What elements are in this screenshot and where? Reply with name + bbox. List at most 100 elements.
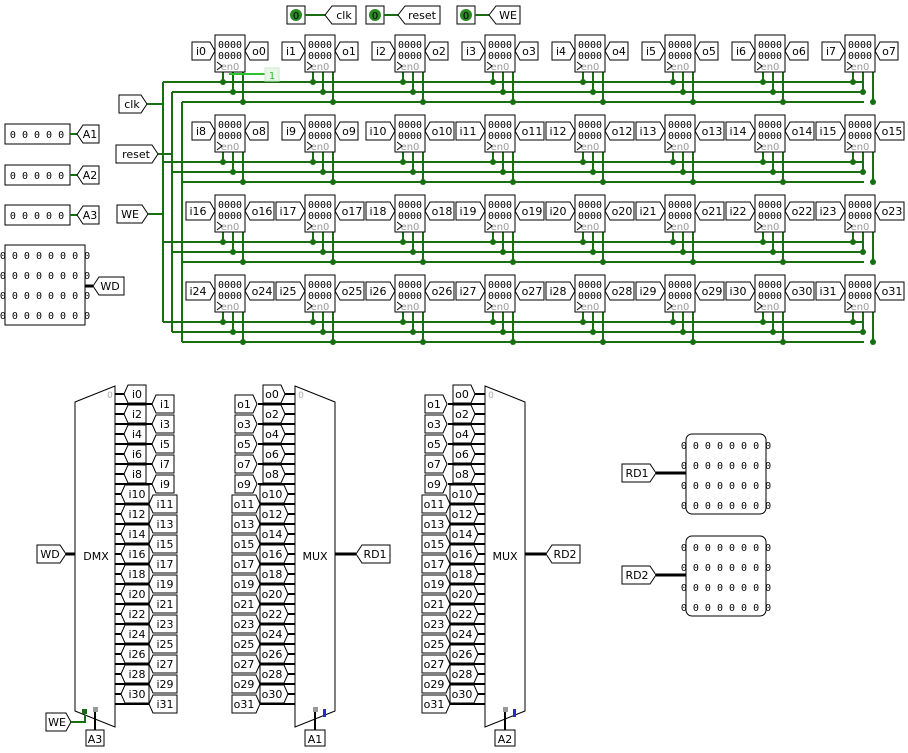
a1-address-value: 0 0 0 0 0 (10, 130, 64, 141)
register-enable: en0 (311, 142, 330, 153)
dmx-out-i11: i11 (115, 494, 178, 514)
register-in-label: i26 (369, 285, 386, 298)
register-value: 0000 (488, 120, 512, 131)
register-value: 0000 (758, 40, 782, 51)
mux1-pins-o24: o24 (259, 624, 295, 644)
mux1-pins-o5: o5 (234, 434, 295, 454)
mux2-select-label: A2 (498, 733, 513, 746)
mux2-pins-o31: o31 (421, 694, 485, 714)
dmx-out-i20: i20 (115, 584, 150, 604)
tunnel-label: o25 (234, 638, 255, 651)
reset-input-pin[interactable]: 0 reset (365, 5, 441, 25)
register-enable: en0 (581, 302, 600, 313)
clk-input-value: 0 (293, 11, 299, 22)
register-enable: en0 (491, 62, 510, 73)
tunnel-label: o29 (234, 678, 255, 691)
tunnel-label: i12 (128, 508, 145, 521)
tunnel-label: o15 (424, 538, 445, 551)
register-out-label: o3 (522, 45, 536, 58)
a2-address-input[interactable]: 0 0 0 0 0 A2 (4, 164, 100, 186)
register-value: 0000 (848, 120, 872, 131)
rd2-output-label: RD2 (625, 569, 648, 582)
tunnel-label: o28 (452, 668, 473, 681)
wd-data-input[interactable]: 0 0 0 0 0 0 0 0 0 0 0 0 0 0 0 0 0 0 0 0 … (0, 244, 125, 326)
register-enable: en0 (671, 302, 690, 313)
mux1-pins-o25: o25 (231, 634, 295, 654)
register-value: 0000 (398, 51, 422, 62)
register-value: 0000 (668, 51, 692, 62)
tunnel-label: o30 (262, 688, 283, 701)
dmx-we-tunnel (45, 712, 72, 732)
register-value: 0000 (848, 131, 872, 142)
mux2-input-tunnels: o0o1o2o3o4o5o6o7o8o9o10o11o12o13o14o15o1… (421, 384, 485, 714)
mux2-pins-o16: o16 (449, 544, 485, 564)
mux2-pins-o14: o14 (449, 524, 485, 544)
a1-address-input[interactable]: 0 0 0 0 0 A1 (4, 123, 100, 145)
tunnel-label: o11 (234, 498, 255, 511)
svg-text:WE: WE (121, 208, 139, 221)
dmx-out-i18: i18 (115, 564, 150, 584)
tunnel-label: o9 (237, 478, 251, 491)
register-out-label: o9 (342, 125, 356, 138)
tunnel-label: o25 (424, 638, 445, 651)
register-value: 0000 (218, 291, 242, 302)
mux2-pins-o1: o1 (424, 394, 485, 414)
tunnel-label: i10 (128, 488, 145, 501)
register-enable: en0 (671, 142, 690, 153)
dmx-out-i19: i19 (115, 574, 178, 594)
tunnel-label: o2 (265, 408, 279, 421)
register-enable: en0 (761, 222, 780, 233)
register-value: 0000 (578, 131, 602, 142)
tunnel-label: o30 (452, 688, 473, 701)
tunnel-label: i11 (156, 498, 173, 511)
register-in-label: i17 (279, 205, 296, 218)
dmx-out-i12: i12 (115, 504, 150, 524)
mux2-pins-o9: o9 (424, 474, 485, 494)
tunnel-label: i22 (128, 608, 145, 621)
register-value: 0000 (398, 211, 422, 222)
mux2-pins-o7: o7 (424, 454, 485, 474)
clk-tunnel-label: clk (336, 9, 352, 22)
register-in-label: i6 (736, 45, 746, 58)
we-input-pin[interactable]: 0 WE (456, 5, 521, 25)
register-value: 0000 (488, 280, 512, 291)
we-tunnel-label: WE (499, 9, 517, 22)
register-out-label: o24 (252, 285, 273, 298)
register-value: 0000 (848, 211, 872, 222)
mux1-pins-o0: o0 (262, 384, 295, 404)
register-out-label: o5 (702, 45, 716, 58)
dmx-out-i25: i25 (115, 634, 178, 654)
dmx-out-i5: i5 (115, 434, 175, 454)
register-value: 0000 (308, 200, 332, 211)
register-out-label: o25 (342, 285, 363, 298)
register-out-label: o7 (882, 45, 896, 58)
dmx-output-tunnels: i0i1i2i3i4i5i6i7i8i9i10i11i12i13i14i15i1… (115, 384, 178, 714)
a3-address-input[interactable]: 0 0 0 0 0 A3 (4, 204, 100, 226)
tunnel-label: o7 (427, 458, 441, 471)
tunnel-label: i5 (160, 438, 170, 451)
register-enable: en0 (221, 62, 240, 73)
register-value: 0000 (488, 211, 512, 222)
tunnel-label: o29 (424, 678, 445, 691)
register-value: 0000 (758, 280, 782, 291)
clk-input-pin[interactable]: 0 clk (286, 5, 357, 25)
tunnel-label: i23 (156, 618, 173, 631)
dmx-out-i24: i24 (115, 624, 150, 644)
tunnel-label: o5 (427, 438, 441, 451)
mux2-pins-o20: o20 (449, 584, 485, 604)
tunnel-label: i18 (128, 568, 145, 581)
register-enable: en0 (851, 62, 870, 73)
mux2-pins-o5: o5 (424, 434, 485, 454)
tunnel-label: i9 (160, 478, 170, 491)
register-value: 0000 (308, 291, 332, 302)
